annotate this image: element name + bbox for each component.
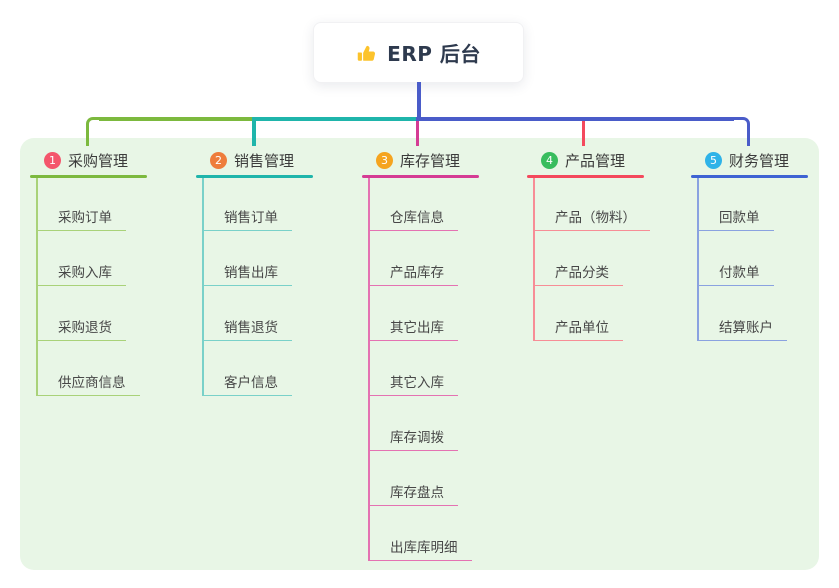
branch-number-badge: 5 bbox=[705, 152, 722, 169]
child-node[interactable]: 产品单位 bbox=[533, 318, 623, 341]
connector-drop bbox=[252, 120, 256, 146]
child-node[interactable]: 供应商信息 bbox=[36, 373, 140, 396]
bus-segment-blue bbox=[415, 117, 734, 121]
branch-number-badge: 2 bbox=[210, 152, 227, 169]
branch-node[interactable]: 1 采购管理 bbox=[30, 150, 128, 171]
mindmap-panel bbox=[20, 138, 819, 570]
child-node[interactable]: 客户信息 bbox=[202, 373, 292, 396]
branch-number-badge: 3 bbox=[376, 152, 393, 169]
child-node[interactable]: 销售出库 bbox=[202, 263, 292, 286]
child-node[interactable]: 采购退货 bbox=[36, 318, 126, 341]
branch-spine bbox=[533, 178, 535, 340]
child-node[interactable]: 库存盘点 bbox=[368, 483, 458, 506]
root-connector-line bbox=[417, 82, 421, 119]
child-node[interactable]: 仓库信息 bbox=[368, 208, 458, 231]
branch-label: 产品管理 bbox=[565, 152, 626, 170]
branch-spine bbox=[368, 178, 370, 560]
connector-drop bbox=[581, 120, 585, 146]
branch-underline bbox=[691, 175, 808, 178]
root-node[interactable]: ERP 后台 bbox=[313, 22, 524, 83]
branch-label: 库存管理 bbox=[400, 152, 461, 170]
branch-spine bbox=[202, 178, 204, 395]
branch-underline bbox=[527, 175, 644, 178]
branch-node[interactable]: 3 库存管理 bbox=[362, 150, 460, 171]
branch-spine bbox=[36, 178, 38, 395]
bus-segment-green bbox=[99, 117, 252, 121]
child-node[interactable]: 其它入库 bbox=[368, 373, 458, 396]
branch-node[interactable]: 4 产品管理 bbox=[527, 150, 625, 171]
child-node[interactable]: 产品分类 bbox=[533, 263, 623, 286]
branch-label: 财务管理 bbox=[729, 152, 790, 170]
child-node[interactable]: 结算账户 bbox=[697, 318, 787, 341]
child-node[interactable]: 回款单 bbox=[697, 208, 774, 231]
child-node[interactable]: 付款单 bbox=[697, 263, 774, 286]
child-node[interactable]: 采购入库 bbox=[36, 263, 126, 286]
branch-label: 销售管理 bbox=[234, 152, 295, 170]
child-node[interactable]: 产品（物料） bbox=[533, 208, 650, 231]
root-title: ERP 后台 bbox=[387, 42, 481, 66]
branch-underline bbox=[362, 175, 479, 178]
connector-elbow-left bbox=[85, 117, 100, 146]
child-node[interactable]: 销售订单 bbox=[202, 208, 292, 231]
branch-underline bbox=[30, 175, 147, 178]
child-node[interactable]: 销售退货 bbox=[202, 318, 292, 341]
child-node[interactable]: 采购订单 bbox=[36, 208, 126, 231]
connector-drop bbox=[415, 120, 419, 146]
child-node[interactable]: 出库库明细 bbox=[368, 538, 472, 561]
connector-elbow-right bbox=[731, 117, 750, 146]
branch-underline bbox=[196, 175, 313, 178]
branch-node[interactable]: 5 财务管理 bbox=[691, 150, 789, 171]
thumbs-up-icon bbox=[357, 45, 376, 61]
branch-spine bbox=[697, 178, 699, 340]
branch-number-badge: 4 bbox=[541, 152, 558, 169]
child-node[interactable]: 其它出库 bbox=[368, 318, 458, 341]
branch-number-badge: 1 bbox=[44, 152, 61, 169]
child-node[interactable]: 库存调拨 bbox=[368, 428, 458, 451]
child-node[interactable]: 产品库存 bbox=[368, 263, 458, 286]
bus-segment-teal bbox=[252, 117, 416, 121]
branch-label: 采购管理 bbox=[68, 152, 129, 170]
branch-node[interactable]: 2 销售管理 bbox=[196, 150, 294, 171]
